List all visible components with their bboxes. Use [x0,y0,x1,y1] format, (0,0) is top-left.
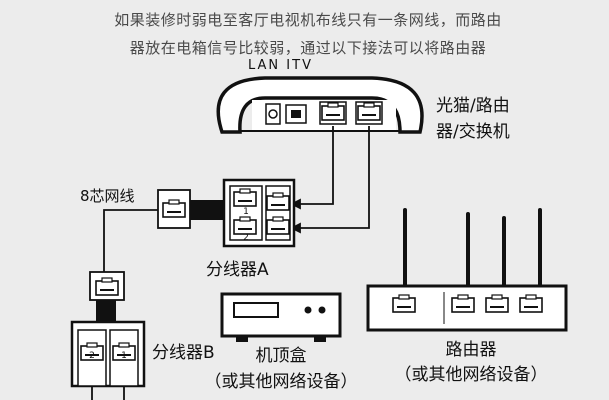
splitter-a-mark-1: 1 [243,207,249,217]
eight-core-cable-label: 8芯网线 [80,187,135,205]
intro-line-1: 如果装修时弱电至客厅电视机布线只有一条网线，而路由 [114,11,502,29]
router-label-line-1: 路由器 [445,340,497,360]
itv-port-icon [355,101,383,125]
modem-label-line-1: 光猫/路由 [436,96,510,116]
power-port-icon [265,103,281,125]
splitter-b-mark-1: 1 [121,351,127,361]
modem-device [216,76,424,134]
splitter-b: 2 1 [70,271,146,400]
router-antennas [403,208,542,288]
settop-box [220,292,342,342]
intro-line-2: 器放在电箱信号比较弱，通过以下接法可以将路由器 [129,39,487,57]
modem-to-splitter-a-cables [289,126,370,234]
router-label-line-2: （或其他网络设备） [394,365,548,385]
intro-text: 如果装修时弱电至客厅电视机布线只有一条网线，而路由 器放在电箱信号比较弱，通过以… [48,6,568,62]
lan-port-icon [319,101,347,125]
modem-label-line-2: 器/交换机 [436,122,510,142]
splitter-a-mark-2: 2 [243,233,249,243]
settop-label-line-1: 机顶盒 [255,346,307,366]
splitter-b-label: 分线器B [152,343,215,363]
splitter-a-label: 分线器A [206,260,269,280]
splitter-b-mark-2: 2 [89,351,95,361]
phone-port-icon [285,104,307,124]
eight-core-cable [103,209,158,272]
settop-label-line-2: （或其他网络设备） [204,372,358,392]
router-device [366,208,568,332]
splitter-a: 1 2 [157,178,296,248]
modem-port-label: LAN ITV [248,58,313,73]
